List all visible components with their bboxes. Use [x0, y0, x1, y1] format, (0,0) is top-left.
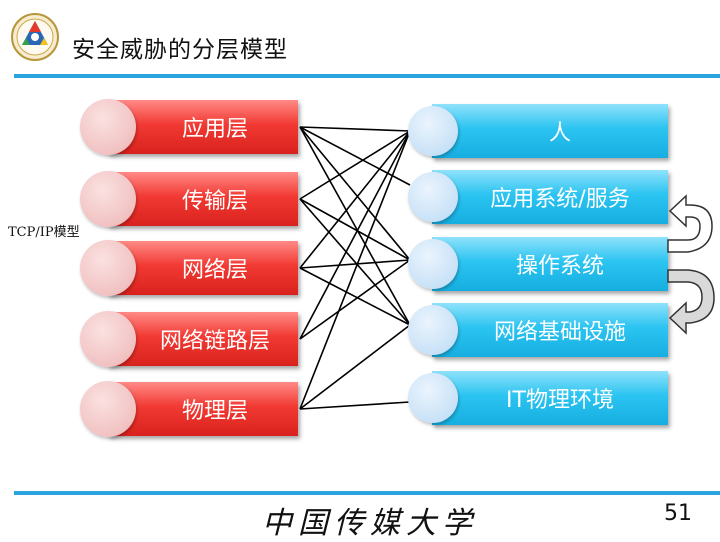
layer-it-physical-environment-circle — [408, 373, 458, 423]
bottom-divider — [14, 491, 720, 495]
layer-physical: 物理层 — [108, 382, 298, 436]
connector-line — [299, 126, 411, 261]
layer-network-infrastructure: 网络基础设施 — [432, 303, 668, 357]
connector-line — [299, 259, 411, 340]
connector-line — [299, 198, 411, 326]
curved-arrow-up-icon — [667, 194, 713, 253]
connector-line — [299, 126, 411, 132]
layer-people-circle — [408, 106, 458, 156]
connector-line — [299, 401, 411, 410]
layer-people: 人 — [432, 104, 668, 158]
layer-transport: 传输层 — [108, 172, 298, 226]
layer-app-system-service: 应用系统/服务 — [432, 170, 668, 224]
layer-network: 网络层 — [108, 241, 298, 295]
connector-line — [299, 130, 411, 269]
top-divider — [14, 74, 720, 78]
connector-line — [299, 324, 411, 410]
layer-network-link: 网络链路层 — [108, 312, 298, 366]
footer-university-name: 中国传媒大学 — [262, 506, 478, 541]
layer-operating-system: 操作系统 — [432, 237, 668, 291]
connector-line — [299, 267, 411, 326]
connector-line — [299, 259, 411, 269]
connector-line — [299, 130, 411, 340]
layer-physical-circle — [80, 381, 136, 437]
slide-title: 安全威胁的分层模型 — [72, 37, 288, 63]
connector-line — [299, 126, 411, 326]
layer-it-physical-environment: IT物理环境 — [432, 371, 668, 425]
layer-application: 应用层 — [108, 100, 298, 154]
layer-app-system-service-circle — [408, 172, 458, 222]
layer-network-infrastructure-circle — [408, 305, 458, 355]
layer-operating-system-circle — [408, 239, 458, 289]
university-logo-icon — [10, 12, 60, 62]
page-number: 51 — [664, 501, 692, 526]
connector-line — [299, 130, 411, 200]
layer-transport-circle — [80, 171, 136, 227]
connector-line — [299, 130, 411, 410]
layer-network-link-circle — [80, 311, 136, 367]
tcp-ip-model-label: TCP/IP模型 — [8, 225, 80, 240]
curved-arrow-down-icon — [667, 269, 715, 335]
layer-network-circle — [80, 240, 136, 296]
connector-line — [299, 198, 411, 261]
layer-application-circle — [80, 99, 136, 155]
